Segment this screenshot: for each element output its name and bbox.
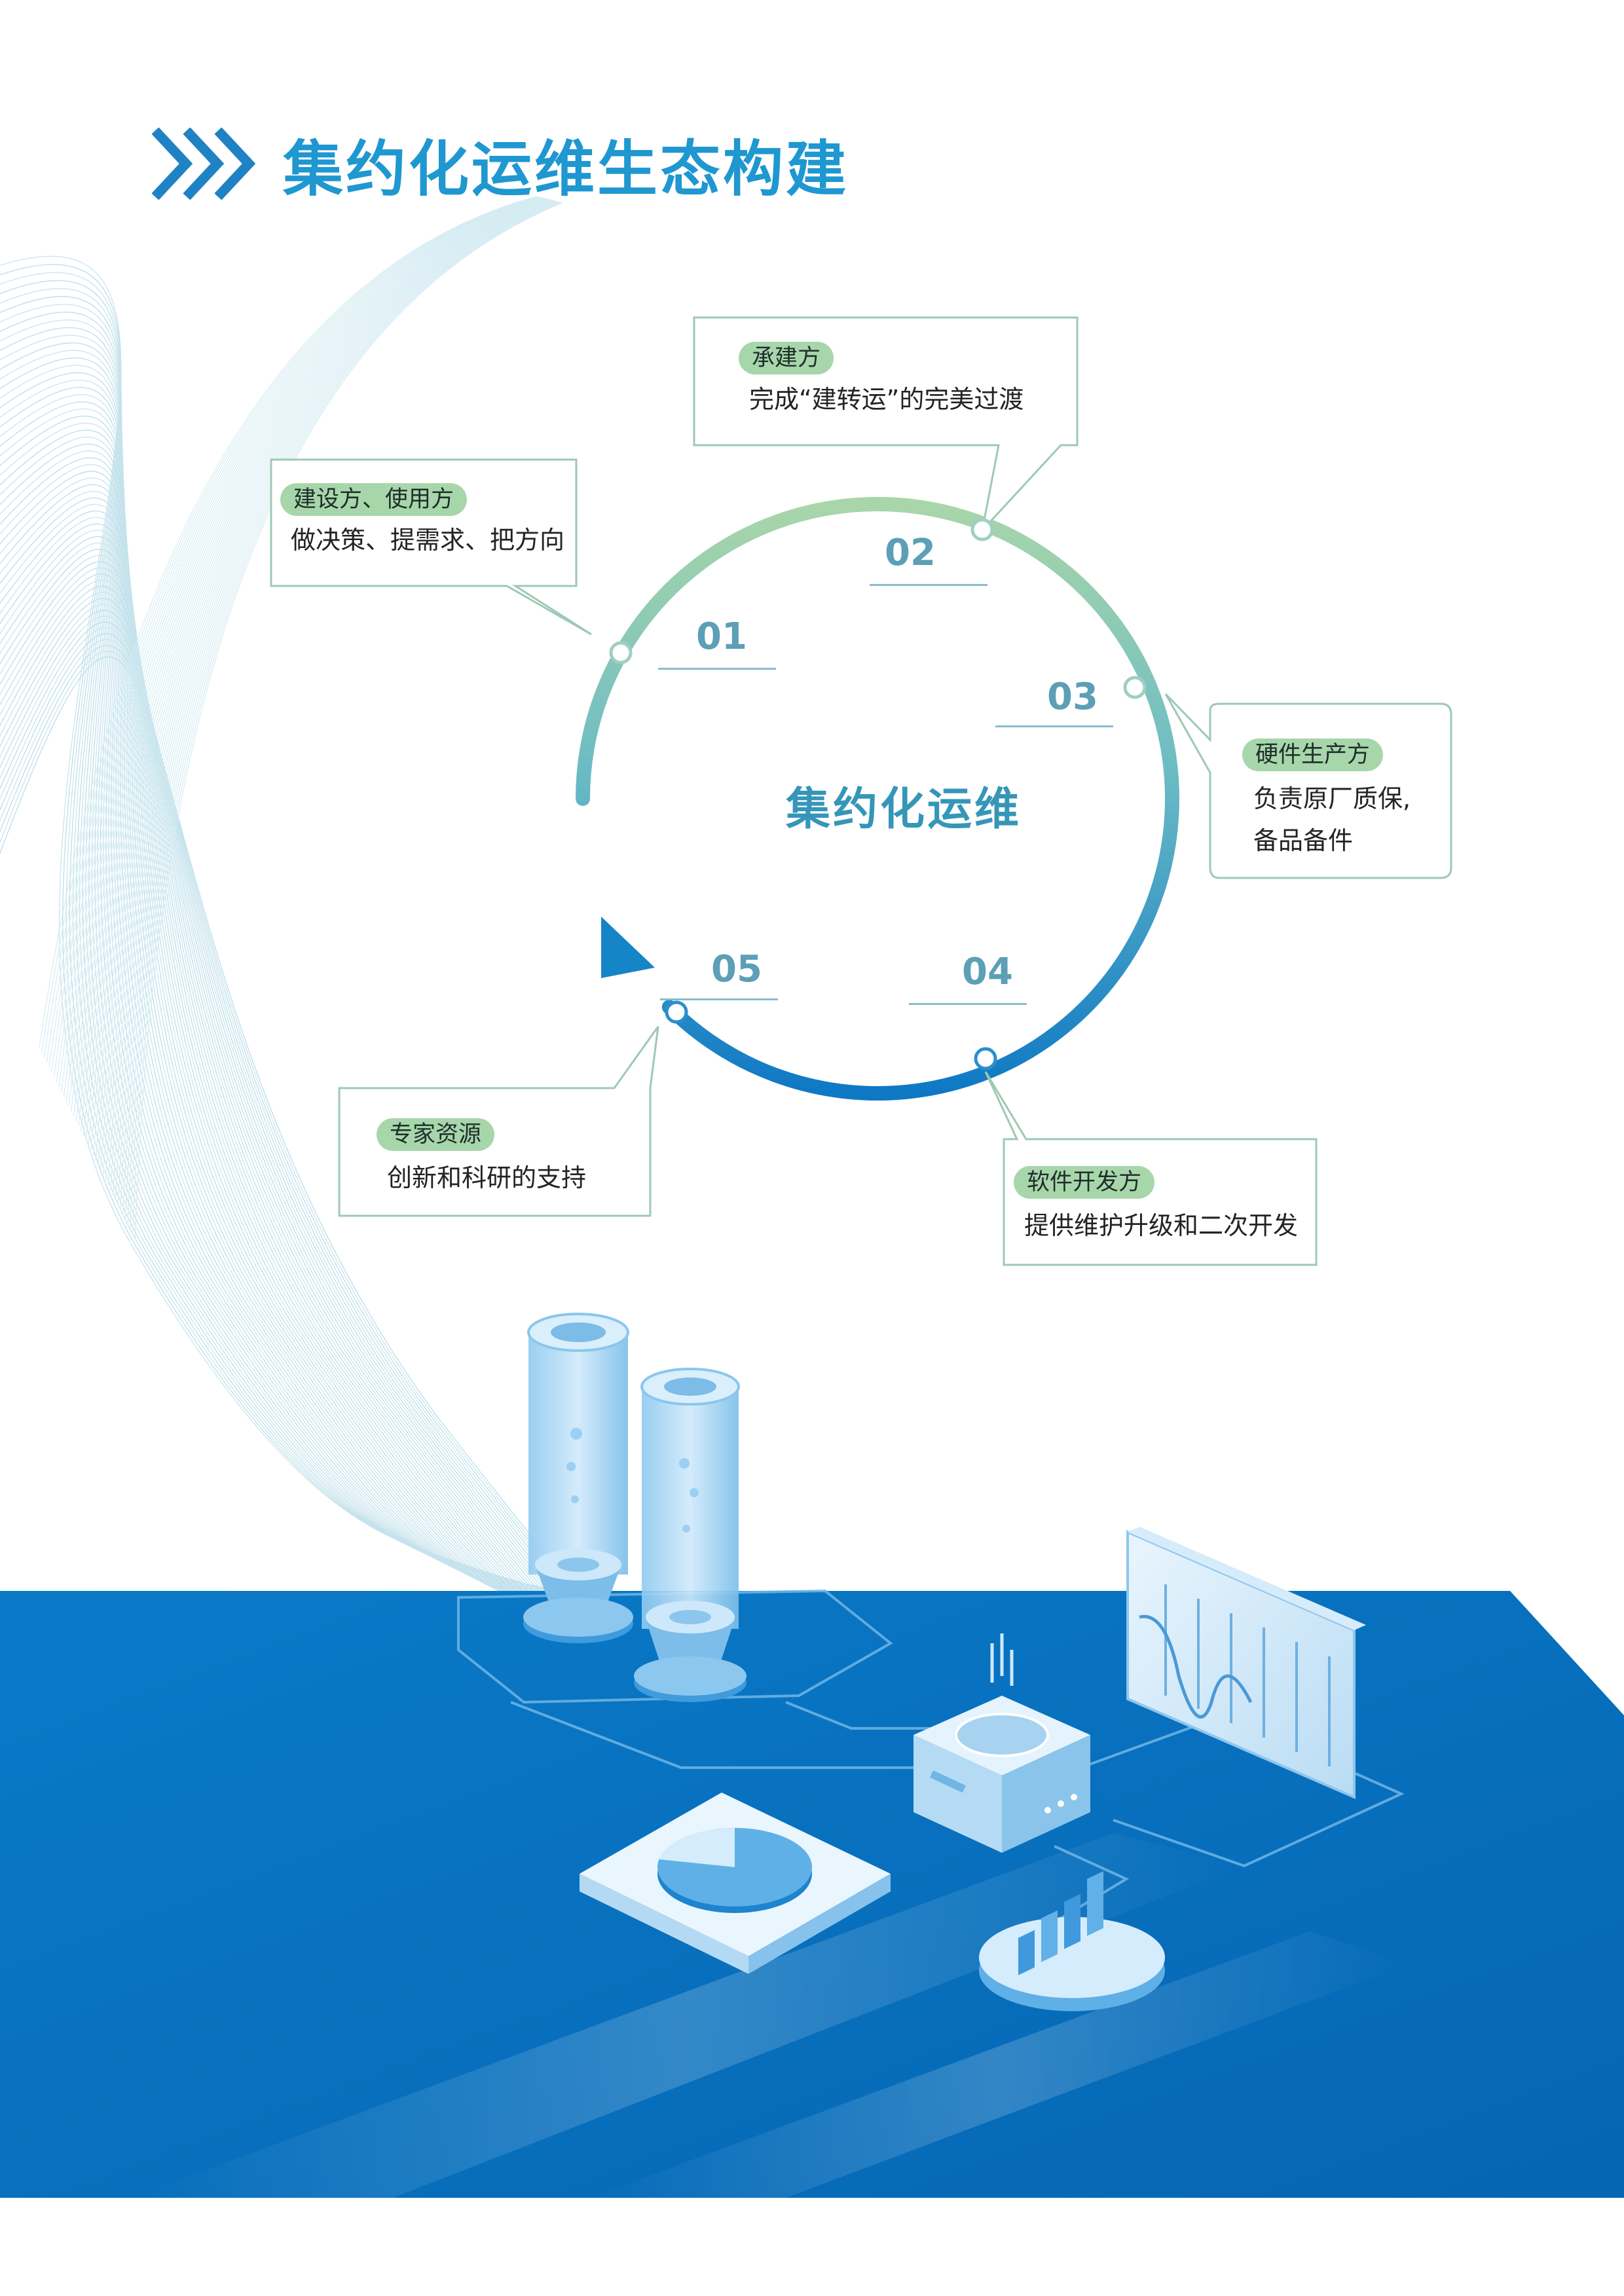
wave-line (98, 200, 553, 1166)
chevron-triple-icon (152, 128, 256, 200)
wave-line (43, 196, 539, 1058)
page-heading: 集约化运维生态构建 (152, 111, 849, 216)
stage-node-01 (609, 641, 633, 665)
center-label: 集约化运维 (785, 784, 1022, 835)
wave-line (53, 196, 542, 1078)
wave-line (0, 372, 521, 1611)
cycle-arrowhead (601, 917, 655, 978)
wave-line (0, 394, 523, 1611)
stage-underline-05 (660, 998, 778, 1000)
stage-number-02: 02 (885, 532, 936, 574)
stage-underline-01 (658, 668, 776, 670)
stage-underline-02 (870, 584, 987, 586)
role-desc-01: 做决策、提需求、把方向 (291, 526, 565, 555)
stage-number-03: 03 (1047, 676, 1098, 718)
stage-number-04: 04 (962, 951, 1013, 993)
cylinder-left (523, 1313, 633, 1643)
wave-line (83, 198, 549, 1137)
bar-chart-disk (979, 1871, 1165, 2011)
wave-line (73, 198, 547, 1117)
wave-line (0, 422, 526, 1611)
wave-line (0, 387, 523, 1611)
wave-line (117, 201, 559, 1205)
wave-line (58, 197, 543, 1087)
wave-line (0, 415, 525, 1611)
wave-line (100, 200, 554, 1171)
light-beam (131, 1833, 1244, 2198)
role-desc-02: 完成“建转运”的完美过渡 (749, 385, 1024, 414)
wave-line (75, 198, 547, 1121)
wave-line (0, 365, 521, 1611)
wave-line (61, 197, 544, 1092)
page-title: 集约化运维生态构建 (283, 134, 849, 204)
wave-line (95, 200, 553, 1161)
wave-line (0, 437, 527, 1611)
wave-line (127, 202, 561, 1225)
wave-line (134, 202, 563, 1239)
role-tag-02: 承建方 (739, 342, 834, 374)
stage-underline-03 (995, 725, 1113, 727)
callout-box-04 (984, 1071, 1318, 1266)
stage-node-05 (665, 1000, 688, 1024)
pie-chart-plate (580, 1793, 891, 1974)
wave-line (85, 199, 550, 1141)
stage-underline-04 (909, 1003, 1027, 1005)
cylinder-right (634, 1368, 747, 1702)
wave-line (63, 197, 544, 1097)
callout-box-05 (338, 1026, 659, 1217)
wave-line (110, 200, 557, 1190)
role-desc-04: 提供维护升级和二次开发 (1024, 1211, 1299, 1240)
wave-line (81, 198, 549, 1131)
role-tag-01: 建设方、使用方 (280, 483, 468, 516)
role-tag-03: 硬件生产方 (1242, 738, 1384, 771)
wave-line (112, 200, 557, 1195)
wave-line (68, 198, 545, 1107)
stage-node-02 (970, 518, 994, 541)
wave-line (92, 199, 552, 1156)
wave-line (71, 198, 546, 1112)
wave-line (120, 201, 559, 1210)
stage-node-03 (1123, 676, 1147, 699)
wave-line (107, 200, 556, 1186)
stage-node-04 (974, 1047, 997, 1070)
wave-line (0, 457, 529, 1611)
role-desc-05: 创新和科研的支持 (387, 1163, 587, 1192)
monitor-chart-panel (1126, 1527, 1366, 1800)
wave-line (46, 196, 540, 1063)
wave-line (51, 196, 541, 1072)
wave-line (115, 201, 558, 1200)
wave-line (122, 201, 560, 1215)
wave-line (39, 196, 538, 1048)
wave-line (105, 200, 555, 1180)
server-box (913, 1633, 1090, 1853)
callout-box-03 (1164, 693, 1452, 879)
wave-line (65, 198, 545, 1102)
stage-number-05: 05 (711, 948, 762, 991)
wave-line (88, 199, 551, 1146)
role-desc-03-line1: 负责原厂质保, (1253, 784, 1411, 813)
cycle-ring (576, 497, 1179, 1101)
stage-number-01: 01 (696, 615, 747, 658)
wave-line (124, 202, 561, 1220)
light-beam-2 (589, 1931, 1408, 2198)
wave-line (56, 197, 542, 1082)
wave-line (48, 196, 540, 1068)
wave-line (78, 198, 548, 1127)
role-desc-03-line2: 备品备件 (1253, 826, 1354, 855)
wave-line (90, 199, 551, 1151)
wave-line (130, 202, 562, 1230)
wave-line (102, 200, 555, 1176)
role-tag-04: 软件开发方 (1014, 1166, 1155, 1199)
role-tag-05: 专家资源 (377, 1118, 495, 1151)
wave-line (41, 196, 538, 1053)
wave-line (132, 202, 563, 1235)
